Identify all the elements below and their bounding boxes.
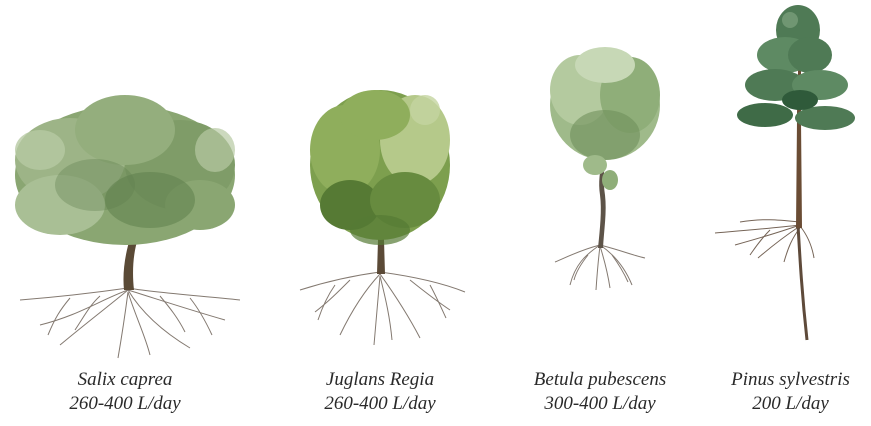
tree-juglans-regia: Juglans Regia 260-400 L/day: [290, 0, 470, 426]
species-name: Juglans Regia: [290, 368, 470, 392]
water-usage: 300-400 L/day: [510, 392, 690, 416]
species-name: Salix caprea: [0, 368, 250, 392]
pine-taproot: [798, 225, 807, 340]
caption-juglans-regia: Juglans Regia 260-400 L/day: [290, 368, 470, 416]
walnut-tree-illustration: [290, 0, 470, 370]
water-usage: 260-400 L/day: [290, 392, 470, 416]
species-name: Pinus sylvestris: [710, 368, 871, 392]
water-usage: 260-400 L/day: [0, 392, 250, 416]
caption-salix-caprea: Salix caprea 260-400 L/day: [0, 368, 250, 416]
willow-tree-illustration: [0, 0, 250, 370]
water-usage: 200 L/day: [710, 392, 871, 416]
walnut-roots: [300, 272, 465, 345]
birch-tree-illustration: [510, 0, 690, 370]
caption-pinus-sylvestris: Pinus sylvestris 200 L/day: [710, 368, 871, 416]
tree-betula-pubescens: Betula pubescens 300-400 L/day: [510, 0, 690, 426]
willow-foliage: [15, 95, 235, 245]
birch-foliage: [550, 47, 660, 190]
pine-foliage: [737, 5, 855, 130]
caption-betula-pubescens: Betula pubescens 300-400 L/day: [510, 368, 690, 416]
pine-tree-illustration: [710, 0, 871, 370]
walnut-foliage: [310, 90, 450, 245]
willow-roots: [20, 288, 240, 358]
birch-roots: [555, 245, 645, 290]
tree-salix-caprea: Salix caprea 260-400 L/day: [0, 0, 250, 426]
tree-pinus-sylvestris: Pinus sylvestris 200 L/day: [710, 0, 871, 426]
species-name: Betula pubescens: [510, 368, 690, 392]
